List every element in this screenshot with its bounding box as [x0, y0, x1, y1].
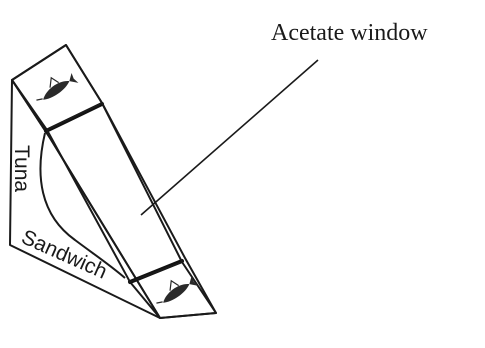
fish-icon — [156, 275, 199, 304]
callout-leader-line — [140, 59, 319, 216]
side-text-tuna: Tuna — [10, 145, 33, 192]
callout-label: Acetate window — [271, 20, 428, 46]
fish-icon — [36, 72, 79, 101]
front-face — [11, 44, 217, 319]
acetate-window — [46, 102, 183, 283]
window-curve — [39, 132, 126, 279]
